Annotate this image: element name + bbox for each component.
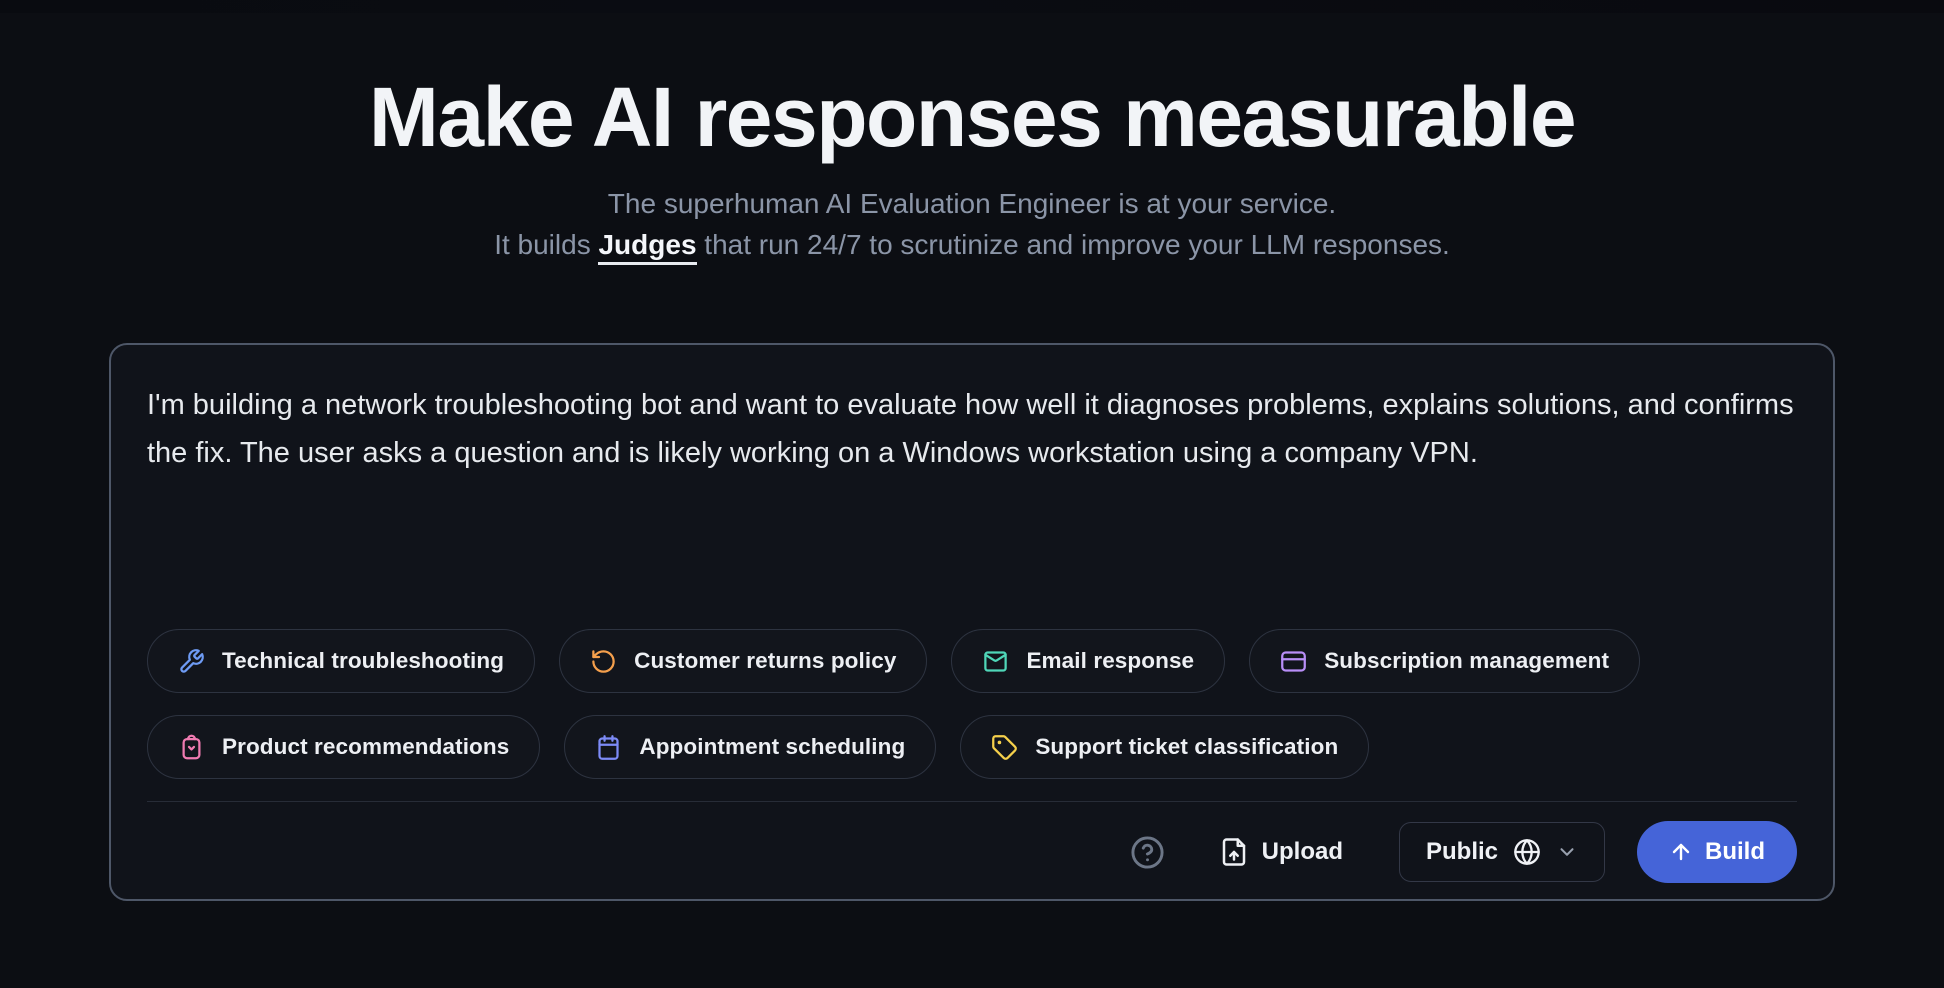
suggestion-product-recommendations[interactable]: Product recommendations [147,715,541,780]
window-top-edge [0,0,1944,13]
credit-card-icon [1280,648,1307,675]
suggestion-email-response[interactable]: Email response [951,629,1226,694]
arrow-up-icon [1669,840,1693,864]
subtitle-suffix: that run 24/7 to scrutinize and improve … [696,229,1450,261]
prompt-card: I'm building a network troubleshooting b… [109,343,1835,902]
chevron-down-icon [1556,841,1578,863]
help-button[interactable] [1130,835,1165,870]
globe-icon [1513,838,1541,866]
suggestion-appointment-scheduling[interactable]: Appointment scheduling [564,715,937,780]
subtitle-prefix: It builds [494,229,599,261]
upload-label: Upload [1261,838,1343,866]
suggestion-label: Email response [1026,648,1195,674]
judges-link[interactable]: Judges [598,229,697,266]
suggestion-label: Product recommendations [222,734,510,760]
upload-button[interactable]: Upload [1219,837,1343,867]
page-title: Make AI responses measurable [368,70,1577,164]
build-label: Build [1705,838,1765,866]
suggestion-subscription-management[interactable]: Subscription management [1249,629,1641,694]
help-circle-icon [1130,835,1165,870]
visibility-select[interactable]: Public [1398,822,1605,883]
suggestion-label: Subscription management [1324,648,1610,674]
suggestion-label: Support ticket classification [1035,734,1339,760]
suggestion-customer-returns-policy[interactable]: Customer returns policy [559,629,928,694]
calendar-icon [595,734,622,761]
prompt-input[interactable]: I'm building a network troubleshooting b… [147,389,1802,470]
prompt-card-footer: Upload Public Build [147,802,1797,902]
suggestion-support-ticket-classification[interactable]: Support ticket classification [960,715,1370,780]
wrench-icon [178,648,205,675]
visibility-value: Public [1425,838,1498,866]
suggestion-pills: Technical troubleshooting Customer retur… [147,629,1797,780]
suggestion-label: Technical troubleshooting [222,648,505,674]
shopping-bag-icon [178,734,205,761]
suggestion-technical-troubleshooting[interactable]: Technical troubleshooting [147,629,536,694]
divider [147,801,1797,803]
file-upload-icon [1219,837,1249,867]
mail-icon [982,648,1009,675]
suggestion-label: Customer returns policy [634,648,897,674]
rotate-ccw-icon [590,648,617,675]
suggestion-label: Appointment scheduling [639,734,906,760]
hero-section: Make AI responses measurable The superhu… [0,70,1944,266]
tag-icon [991,734,1018,761]
build-button[interactable]: Build [1637,821,1797,884]
hero-subtitle-line2: It builds Judges that run 24/7 to scruti… [0,224,1944,266]
hero-subtitle-line1: The superhuman AI Evaluation Engineer is… [607,188,1337,220]
